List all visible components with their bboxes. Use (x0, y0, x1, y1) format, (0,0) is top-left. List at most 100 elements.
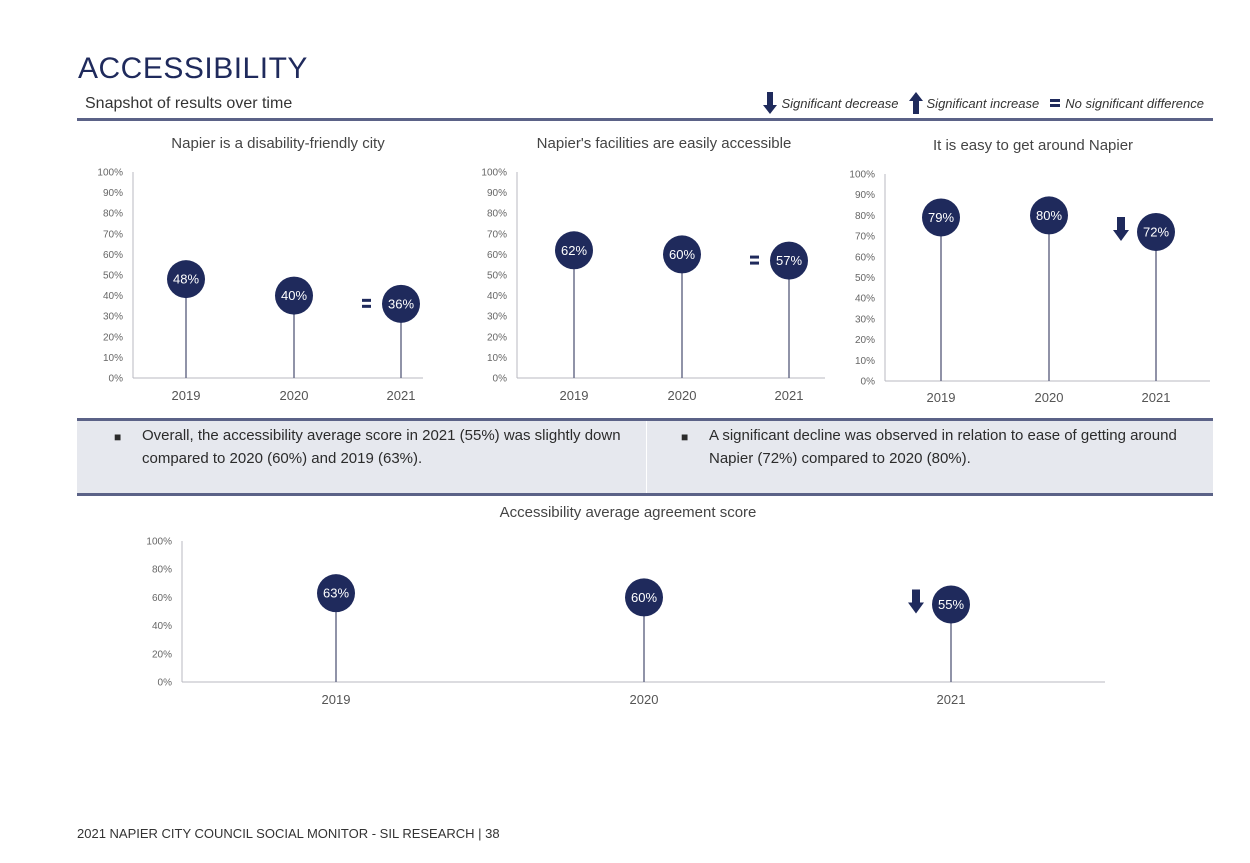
y-tick-label: 10% (487, 353, 507, 364)
summary-divider (646, 421, 647, 493)
x-tick-label: 2020 (1035, 390, 1064, 405)
data-label: 79% (928, 210, 954, 225)
lollipop-marker (167, 260, 205, 299)
y-tick-label: 30% (103, 312, 123, 323)
chart-title: Accessibility average agreement score (500, 504, 757, 521)
arrow-down-icon (908, 589, 924, 614)
equals-icon (750, 255, 759, 259)
y-tick-label: 60% (152, 593, 172, 604)
data-label: 62% (561, 243, 587, 258)
y-tick-label: 20% (855, 335, 875, 346)
y-tick-label: 0% (109, 374, 124, 385)
significance-legend: Significant decrease Significant increas… (763, 92, 1204, 114)
y-tick-label: 90% (855, 190, 875, 201)
legend-no-difference: No significant difference (1049, 96, 1204, 111)
summary-text-1: Overall, the accessibility average score… (142, 427, 621, 467)
y-tick-label: 80% (103, 209, 123, 220)
y-tick-label: 20% (103, 332, 123, 343)
y-tick-label: 60% (855, 252, 875, 263)
summary-box: ■ Overall, the accessibility average sco… (77, 421, 1213, 493)
legend-decrease: Significant decrease (763, 92, 899, 114)
y-tick-label: 40% (152, 621, 172, 632)
y-tick-label: 60% (487, 250, 507, 261)
x-tick-label: 2020 (280, 388, 309, 403)
y-tick-label: 40% (103, 291, 123, 302)
lollipop-marker (625, 578, 663, 617)
x-tick-label: 2019 (927, 390, 956, 405)
y-tick-label: 30% (487, 312, 507, 323)
y-tick-label: 70% (103, 229, 123, 240)
y-tick-label: 20% (487, 332, 507, 343)
chart-disability-friendly: Napier is a disability-friendly city 0% 10… (97, 135, 423, 403)
lollipop-marker (555, 231, 593, 270)
y-tick-label: 30% (855, 314, 875, 325)
summary-bullet-1: ■ Overall, the accessibility average sco… (114, 424, 634, 470)
lollipop-marker (1030, 196, 1068, 235)
data-label: 60% (669, 247, 695, 262)
lollipop-marker (275, 276, 313, 315)
x-tick-label: 2020 (630, 692, 659, 707)
chart-title: Napier is a disability-friendly city (171, 135, 385, 152)
y-tick-label: 80% (152, 565, 172, 576)
x-tick-label: 2021 (775, 388, 804, 403)
x-tick-label: 2020 (668, 388, 697, 403)
arrow-up-icon (908, 92, 923, 114)
summary-text-2: A significant decline was observed in re… (709, 427, 1177, 467)
data-label: 40% (281, 288, 307, 303)
y-tick-label: 0% (493, 374, 508, 385)
bullet-square-icon: ■ (681, 430, 689, 444)
y-tick-label: 40% (855, 294, 875, 305)
data-label: 36% (388, 296, 414, 311)
x-tick-label: 2019 (322, 692, 351, 707)
arrow-down-icon (1113, 216, 1129, 241)
chart-facilities-accessible: Napier's facilities are easily accessibl… (481, 135, 825, 403)
lollipop-marker (932, 585, 970, 624)
y-tick-label: 20% (152, 649, 172, 660)
y-tick-label: 10% (103, 353, 123, 364)
equals-icon (362, 298, 371, 302)
equals-icon (750, 261, 759, 265)
chart-average-score: Accessibility average agreement score 0% 2… (146, 504, 1105, 707)
x-tick-label: 2021 (387, 388, 416, 403)
chart-title: Napier's facilities are easily accessibl… (537, 135, 792, 152)
legend-no-difference-label: No significant difference (1065, 95, 1204, 111)
data-label: 60% (631, 590, 657, 605)
y-tick-label: 90% (487, 188, 507, 199)
y-tick-label: 0% (861, 377, 876, 388)
chart-easy-get-around: It is easy to get around Napier 0% 10% 20% 3… (849, 137, 1210, 405)
lollipop-marker (922, 198, 960, 237)
y-tick-label: 100% (146, 537, 172, 548)
y-tick-label: 80% (487, 209, 507, 220)
y-tick-label: 0% (158, 678, 173, 689)
legend-decrease-label: Significant decrease (781, 95, 899, 111)
y-tick-label: 50% (103, 271, 123, 282)
arrow-down-icon (763, 92, 778, 114)
lollipop-marker (1137, 212, 1175, 251)
y-tick-label: 70% (487, 229, 507, 240)
legend-increase: Significant increase (908, 92, 1040, 114)
lollipop-marker (382, 284, 420, 323)
page-footer: 2021 NAPIER CITY COUNCIL SOCIAL MONITOR … (77, 826, 500, 841)
y-tick-label: 10% (855, 356, 875, 367)
page-title: ACCESSIBILITY (78, 52, 308, 85)
data-label: 55% (938, 597, 964, 612)
y-tick-label: 90% (103, 188, 123, 199)
summary-bottom-rule (77, 493, 1213, 496)
x-tick-label: 2019 (560, 388, 589, 403)
y-tick-label: 100% (481, 168, 507, 179)
lollipop-marker (317, 574, 355, 613)
legend-increase-label: Significant increase (926, 95, 1040, 111)
chart-title: It is easy to get around Napier (933, 137, 1133, 154)
y-tick-label: 100% (97, 168, 123, 179)
data-label: 63% (323, 586, 349, 601)
data-label: 57% (776, 253, 802, 268)
lollipop-marker (770, 241, 808, 280)
equals-icon (362, 304, 371, 308)
header-rule (77, 118, 1213, 121)
y-tick-label: 100% (849, 170, 875, 181)
lollipop-marker (663, 235, 701, 274)
y-tick-label: 60% (103, 250, 123, 261)
y-tick-label: 50% (855, 273, 875, 284)
summary-top-rule (77, 418, 1213, 421)
x-tick-label: 2021 (1142, 390, 1171, 405)
